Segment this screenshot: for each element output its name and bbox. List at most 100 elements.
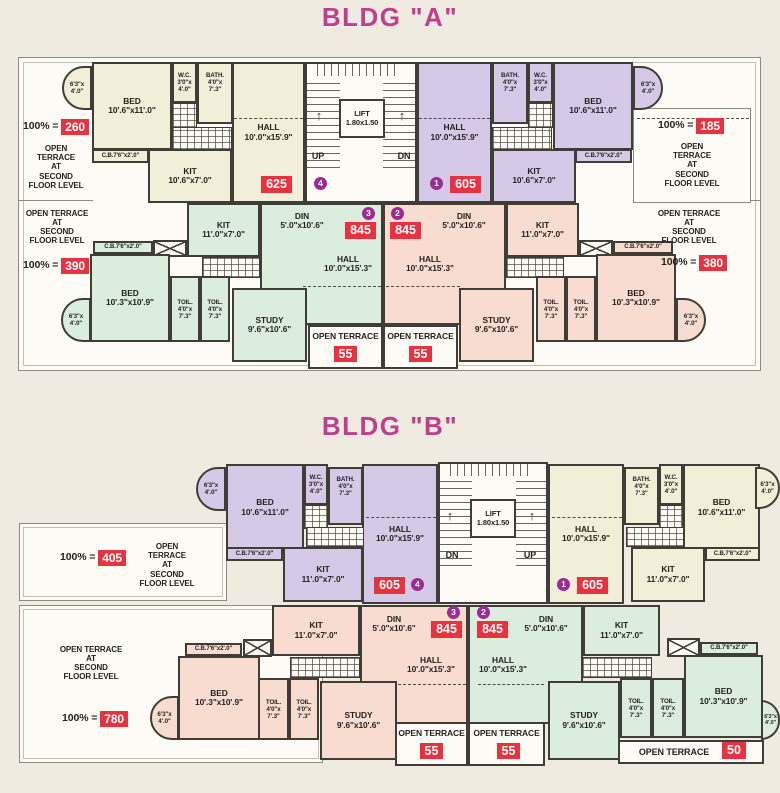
room-bed: BED 10'.3"x10'.9" [90,254,170,342]
section-dash [552,517,622,518]
room-din-label: DIN 5'.0"x10'.6" [524,613,568,633]
terrace-pct-405: 100% =405 [54,549,132,567]
terrace-label: OPEN TERRACE AT SECOND FLOOR LEVEL [25,208,89,246]
terrace-label: OPEN TERRACE AT SECOND FLOOR LEVEL [657,208,721,246]
flat-circle-4: 4 [411,578,424,591]
flat-circle-1: 1 [430,177,443,190]
flat-circle-2: 2 [391,207,404,220]
room-wc: W.C. 3'0"x 4'.0" [172,62,197,103]
room-toil: TOIL. 4'0"x 7'.3" [258,678,289,740]
stair-steps [307,78,340,168]
dn-label: DN [397,150,411,161]
area-badge-605: 605 [374,577,405,594]
area-badge: 780 [100,711,129,727]
balcony: 6'3"x 4'.0" [150,696,179,740]
wardrobe-hatch [506,257,564,278]
pct-text: 100% = [59,551,96,564]
dn-arrow: ↑ [446,507,454,523]
up-label: UP [311,150,325,161]
flat-circle-3: 3 [447,606,460,619]
stair-steps [516,478,546,566]
section-dash [398,684,466,685]
dn-arrow: ↑ [398,107,406,123]
room-hall-label: HALL 10'.0"x15'.3" [407,654,455,674]
terrace-box-topleft-inner [23,527,223,597]
room-toil: TOIL. 4'0"x 7'.3" [566,276,596,342]
flat-circle-3: 3 [362,207,375,220]
duct-box [667,638,700,657]
room-kit: KIT 11'.0"x7'.0" [506,203,579,257]
terrace-box-right [633,108,751,203]
room-kit: KIT 11'.0"x7'.0" [272,605,360,656]
area-badge-625: 625 [261,176,292,193]
up-arrow: ↑ [528,507,536,523]
room-bed: BED 10'.6"x11'.0" [553,62,633,150]
section-dash [234,118,303,119]
section-dash [366,517,436,518]
room-cb: C.B.7'6"x2'.0" [700,642,758,655]
room-bed: BED 10'.3"x10'.9" [684,655,763,738]
building-b-title: BLDG "B" [321,411,459,441]
room-cb: C.B.7'6"x2'.0" [185,643,242,656]
terrace-pct-390: 100% =390 [20,257,92,275]
section-dash [637,118,749,119]
wardrobe-hatch [528,103,553,128]
area-badge-845: 845 [390,222,421,239]
room-bed: BED 10'.6"x11'.0" [92,62,172,150]
room-study: STUDY 9'.6"x10'.6" [320,681,397,760]
room-lift: LIFT 1.80x1.50 [470,499,516,538]
room-bed: BED 10'.6"x11'.0" [683,464,760,551]
up-arrow: ↑ [315,107,323,123]
stair-steps [450,464,528,476]
area-badge-845: 845 [477,621,508,638]
room-toil: TOIL. 4'0"x 7'.3" [289,678,319,740]
terrace-divider-left [18,200,93,201]
room-toil: TOIL. 4'0"x 7'.3" [620,678,652,738]
terrace-label: OPEN TERRACE AT SECOND FLOOR LEVEL [664,142,720,188]
wardrobe-hatch [172,103,197,128]
room-wc: W.C. 3'0"x 4'.0" [528,62,553,103]
wardrobe-hatch [172,127,232,150]
pct-text: 100% = [657,119,694,132]
area-badge-55: 55 [497,743,520,759]
pct-text: 100% = [660,256,697,269]
flat-circle-4: 4 [314,177,327,190]
room-din-label: DIN 5'.0"x10'.6" [280,210,324,230]
room-wc: W.C. 3'0"x 4'.0" [304,464,328,505]
room-din-label: DIN 5'.0"x10'.6" [442,210,486,230]
building-a-title: BLDG "A" [321,2,459,32]
wardrobe-hatch [659,505,683,529]
dn-label: DN [445,549,459,560]
room-kit: KIT 10'.6"x7'.0" [492,149,576,203]
room-wc: W.C. 3'0"x 4'.0" [659,464,683,505]
area-badge-55: 55 [420,743,443,759]
terrace-label: OPEN TERRACE AT SECOND FLOOR LEVEL [59,644,123,682]
balcony: 6'3"x 4'.0" [61,298,91,342]
duct-box [243,639,272,657]
open-terrace-strip-label: OPEN TERRACE [638,746,710,757]
flat-circle-1: 1 [557,578,570,591]
section-dash [419,118,490,119]
room-kit: KIT 11'.0"x7'.0" [631,547,705,602]
room-toil: TOIL. 4'0"x 7'.3" [200,276,230,342]
room-cb: C.B.7'6"x2'.0" [93,241,153,254]
room-hall-label: HALL 10'.0"x15'.3" [406,253,454,273]
section-dash [386,286,460,287]
room-toil: TOIL. 4'0"x 7'.3" [170,276,200,342]
room-kit: KIT 11'.0"x7'.0" [187,203,260,257]
room-hall-label: HALL 10'.0"x15'.3" [324,253,372,273]
pct-text: 100% = [61,712,98,725]
room-cb: C.B.7'6"x2'.0" [92,149,149,163]
area-badge-55: 55 [409,346,432,362]
up-label: UP [523,549,537,560]
balcony: 6'3"x 4'.0" [676,298,706,342]
area-badge-605: 605 [577,577,608,594]
balcony: 6'3"x 4'.0" [755,467,780,509]
pct-text: 100% = [22,259,59,272]
room-din-label: DIN 5'.0"x10'.6" [372,613,416,633]
room-cb: C.B.7'6"x2'.0" [226,547,283,561]
room-bed: BED 10'.6"x11'.0" [226,464,304,551]
wardrobe-hatch [582,657,652,678]
area-badge: 390 [61,258,90,274]
